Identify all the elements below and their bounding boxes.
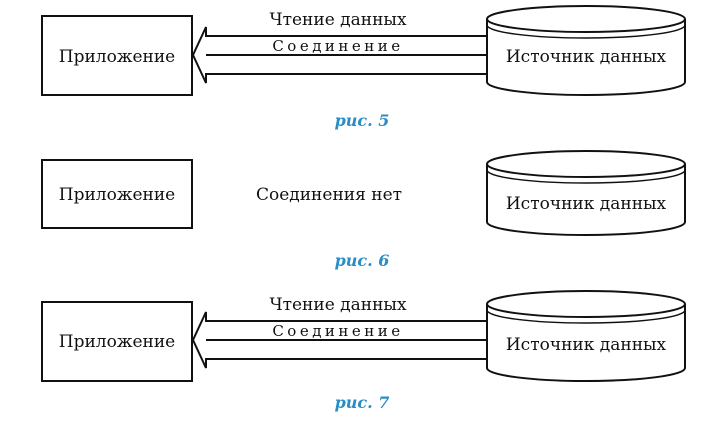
figure-6: Приложение Соединения нет Источник данны… (41, 150, 686, 270)
connection-label: Соединение (272, 37, 403, 55)
application-label: Приложение (59, 332, 176, 352)
read-data-label: Чтение данных (269, 10, 407, 30)
figure-5: Приложение Чтение данных Соединение Исто… (41, 5, 686, 130)
data-source-cylinder (486, 5, 686, 96)
application-label: Приложение (59, 185, 176, 205)
read-data-label: Чтение данных (269, 295, 407, 315)
figure-caption: рис. 6 (335, 251, 390, 270)
figure-caption: рис. 7 (335, 393, 390, 412)
application-label: Приложение (59, 47, 176, 67)
figure-7: Приложение Чтение данных Соединение Исто… (41, 290, 686, 412)
application-box (41, 159, 193, 229)
application-box (41, 15, 193, 96)
connection-label: Соединение (272, 322, 403, 340)
data-source-label: Источник данных (506, 47, 667, 67)
data-source-label: Источник данных (506, 335, 667, 355)
application-box (41, 301, 193, 382)
data-source-cylinder (486, 150, 686, 236)
data-source-label: Источник данных (506, 194, 667, 214)
no-connection-label: Соединения нет (256, 185, 402, 205)
figure-caption: рис. 5 (335, 111, 390, 130)
data-source-cylinder (486, 290, 686, 382)
